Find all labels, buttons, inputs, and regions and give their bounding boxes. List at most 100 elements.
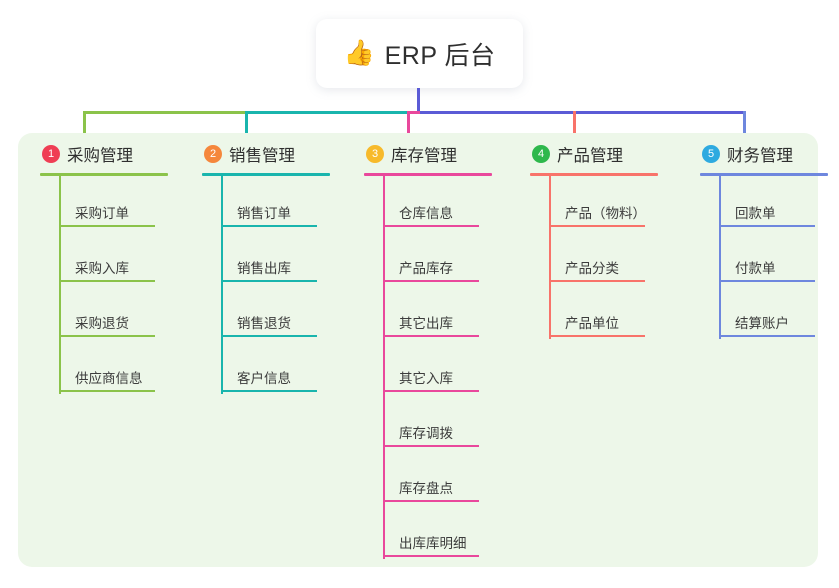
leaf-item[interactable]: 其它出库: [383, 286, 509, 341]
leaf-item-label: 库存调拨: [399, 426, 453, 441]
leaf-item-label: 付款单: [735, 261, 776, 276]
column-title: 采购管理: [67, 147, 133, 165]
leaf-item-underline: [221, 280, 317, 282]
leaf-item-underline: [59, 335, 155, 337]
leaf-item[interactable]: 仓库信息: [383, 176, 509, 231]
root-stem: [417, 88, 420, 113]
leaf-item-label: 销售退货: [237, 316, 291, 331]
connector-bar-segment: [407, 111, 420, 114]
thumbs-up-icon: 👍: [343, 39, 375, 67]
column-header[interactable]: 4 产品管理: [520, 133, 675, 175]
root-title: ERP 后台: [384, 41, 496, 70]
leaf-item-label: 其它出库: [399, 316, 453, 331]
column-采购管理: 1 采购管理采购订单采购入库采购退货供应商信息: [30, 133, 185, 394]
column-items: 仓库信息产品库存其它出库其它入库库存调拨库存盘点出库库明细: [383, 176, 509, 561]
leaf-item-underline: [383, 280, 479, 282]
leaf-item-underline: [221, 335, 317, 337]
column-underline: [202, 173, 330, 176]
connector-bar-segment: [83, 111, 248, 114]
column-spine: [549, 176, 551, 339]
leaf-item[interactable]: 采购入库: [59, 231, 185, 286]
leaf-item-label: 产品单位: [565, 316, 619, 331]
leaf-item-label: 销售订单: [237, 206, 291, 221]
connector-drop: [573, 111, 576, 136]
column-header[interactable]: 1 采购管理: [30, 133, 185, 175]
leaf-item-underline: [719, 280, 815, 282]
leaf-item[interactable]: 产品（物料）: [549, 176, 675, 231]
leaf-item[interactable]: 其它入库: [383, 341, 509, 396]
leaf-item[interactable]: 销售退货: [221, 286, 347, 341]
leaf-item-label: 供应商信息: [75, 371, 143, 386]
connector-bar-segment: [420, 111, 575, 114]
column-items: 回款单付款单结算账户: [719, 176, 839, 341]
column-items: 产品（物料） 产品分类产品单位: [549, 176, 675, 341]
leaf-item-underline: [719, 335, 815, 337]
leaf-item-underline: [221, 225, 317, 227]
leaf-item-label: 库存盘点: [399, 481, 453, 496]
connector-drop: [83, 111, 86, 136]
leaf-item[interactable]: 采购退货: [59, 286, 185, 341]
leaf-item[interactable]: 客户信息: [221, 341, 347, 396]
column-number-badge: 1: [42, 145, 60, 163]
leaf-item-label: 产品分类: [565, 261, 619, 276]
leaf-item-label: 其它入库: [399, 371, 453, 386]
connector-bar-segment: [573, 111, 746, 114]
column-财务管理: 5 财务管理回款单付款单结算账户: [690, 133, 839, 339]
column-number-badge: 4: [532, 145, 550, 163]
root-node[interactable]: 👍 ERP 后台: [316, 19, 523, 88]
leaf-item[interactable]: 库存调拨: [383, 396, 509, 451]
leaf-item-underline: [549, 280, 645, 282]
leaf-item[interactable]: 产品分类: [549, 231, 675, 286]
column-spine: [221, 176, 223, 394]
leaf-item[interactable]: 库存盘点: [383, 451, 509, 506]
column-number-badge: 2: [204, 145, 222, 163]
leaf-item[interactable]: 销售出库: [221, 231, 347, 286]
leaf-item-underline: [383, 390, 479, 392]
column-items: 采购订单采购入库采购退货供应商信息: [59, 176, 185, 396]
leaf-item[interactable]: 产品单位: [549, 286, 675, 341]
column-title: 财务管理: [727, 147, 793, 165]
leaf-item-label: 采购入库: [75, 261, 129, 276]
connector-bar-segment: [245, 111, 410, 114]
leaf-item-label: 采购订单: [75, 206, 129, 221]
leaf-item[interactable]: 付款单: [719, 231, 839, 286]
leaf-item[interactable]: 销售订单: [221, 176, 347, 231]
leaf-item-label: 回款单: [735, 206, 776, 221]
leaf-item[interactable]: 回款单: [719, 176, 839, 231]
leaf-item-label: 仓库信息: [399, 206, 453, 221]
leaf-item-underline: [383, 500, 479, 502]
column-产品管理: 4 产品管理产品（物料） 产品分类产品单位: [520, 133, 675, 339]
leaf-item-underline: [383, 335, 479, 337]
column-title: 产品管理: [557, 147, 623, 165]
leaf-item-label: 客户信息: [237, 371, 291, 386]
leaf-item-underline: [549, 335, 645, 337]
leaf-item-underline: [719, 225, 815, 227]
column-number-badge: 5: [702, 145, 720, 163]
column-items: 销售订单销售出库销售退货客户信息: [221, 176, 347, 396]
leaf-item-label: 采购退货: [75, 316, 129, 331]
leaf-item[interactable]: 采购订单: [59, 176, 185, 231]
column-underline: [364, 173, 492, 176]
connector-drop: [407, 111, 410, 136]
leaf-item[interactable]: 产品库存: [383, 231, 509, 286]
leaf-item-underline: [59, 225, 155, 227]
leaf-item[interactable]: 结算账户: [719, 286, 839, 341]
column-spine: [59, 176, 61, 394]
leaf-item[interactable]: 供应商信息: [59, 341, 185, 396]
leaf-item-underline: [59, 390, 155, 392]
leaf-item-label: 结算账户: [735, 316, 789, 331]
leaf-item[interactable]: 出库库明细: [383, 506, 509, 561]
leaf-item-underline: [59, 280, 155, 282]
connector-drop: [245, 111, 248, 136]
leaf-item-underline: [383, 225, 479, 227]
column-number-badge: 3: [366, 145, 384, 163]
column-header[interactable]: 5 财务管理: [690, 133, 839, 175]
column-underline: [700, 173, 828, 176]
column-underline: [40, 173, 168, 176]
leaf-item-label: 出库库明细: [399, 536, 467, 551]
